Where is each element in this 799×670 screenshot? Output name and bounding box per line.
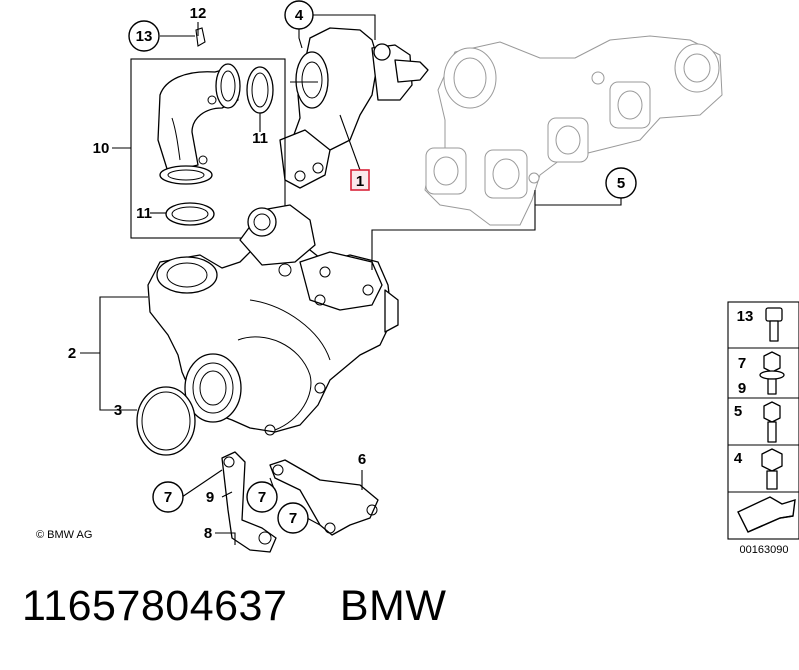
direction-arrow-icon [737, 496, 796, 533]
turbocharger-main-drawing [147, 204, 399, 436]
svg-text:2: 2 [68, 345, 76, 362]
fastener-legend: 13 7 9 5 4 [727, 301, 799, 540]
svg-text:6: 6 [358, 451, 366, 468]
brand-name: BMW [339, 582, 447, 630]
leader-lines [80, 14, 622, 545]
callout-11-lower: 11 [136, 205, 152, 222]
callout-7-right: 7 [277, 502, 309, 534]
callout-5: 5 [605, 167, 637, 199]
copyright-text: © BMW AG [36, 529, 92, 541]
callout-7-middle: 7 [246, 481, 278, 513]
stud-bolt-icon [761, 448, 783, 490]
svg-text:8: 8 [204, 525, 212, 542]
callout-8: 8 [204, 525, 212, 542]
part-number: 11657804637 [22, 582, 288, 630]
svg-text:11: 11 [252, 130, 268, 147]
svg-text:10: 10 [93, 140, 110, 157]
svg-text:7: 7 [738, 355, 746, 372]
part-number-caption: 11657804637 BMW [22, 582, 446, 631]
callout-1-highlighted[interactable]: 1 [350, 169, 370, 191]
charge-air-hose-drawing [157, 63, 241, 185]
callout-7-left: 7 [152, 481, 184, 513]
svg-text:9: 9 [206, 489, 214, 506]
svg-text:3: 3 [114, 402, 122, 419]
svg-text:4: 4 [734, 450, 743, 467]
flange-bolt-icon [759, 351, 785, 395]
callout-13: 13 [128, 20, 160, 52]
svg-text:1: 1 [356, 173, 364, 190]
bracket-drawing [221, 451, 379, 553]
image-number: 00163090 [740, 544, 789, 556]
svg-text:9: 9 [738, 380, 746, 397]
exhaust-manifold-ghost [424, 35, 723, 226]
svg-text:13: 13 [136, 28, 153, 45]
svg-text:7: 7 [289, 510, 297, 527]
svg-text:13: 13 [737, 308, 754, 325]
svg-text:4: 4 [295, 7, 304, 24]
callout-3: 3 [114, 402, 122, 419]
callout-4: 4 [284, 0, 314, 30]
svg-text:5: 5 [734, 403, 742, 420]
callout-10: 10 [93, 140, 110, 157]
svg-text:12: 12 [190, 5, 207, 22]
o-ring-3 [136, 386, 196, 456]
svg-text:5: 5 [617, 175, 625, 192]
svg-text:11: 11 [136, 205, 152, 222]
hex-bolt-icon [763, 401, 781, 443]
callout-12: 12 [190, 5, 207, 22]
callout-2: 2 [68, 345, 76, 362]
turbocharger-small-drawing [279, 27, 429, 189]
svg-text:7: 7 [258, 489, 266, 506]
o-ring-lower [165, 202, 215, 226]
svg-text:7: 7 [164, 489, 172, 506]
callout-9: 9 [206, 489, 214, 506]
cap-screw-icon [765, 307, 783, 342]
callout-11-upper: 11 [252, 130, 268, 147]
o-ring-upper [246, 66, 274, 114]
callout-6: 6 [358, 451, 366, 468]
